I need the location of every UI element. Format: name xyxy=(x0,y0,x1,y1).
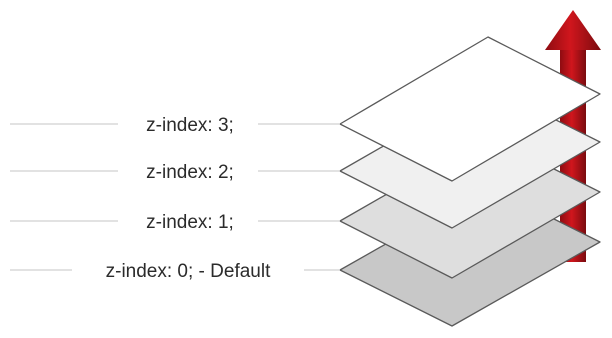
label-row-z1: z-index: 1; xyxy=(10,212,340,233)
layer-labels: z-index: 3; z-index: 2; z-index: 1; z-in… xyxy=(10,115,340,282)
label-row-z0: z-index: 0; - Default xyxy=(10,261,340,282)
label-row-z2: z-index: 2; xyxy=(10,162,340,183)
arrow-head xyxy=(545,10,601,50)
layer-label-z2: z-index: 2; xyxy=(146,162,234,183)
label-row-z3: z-index: 3; xyxy=(10,115,340,136)
layer-label-z1: z-index: 1; xyxy=(146,212,234,233)
layer-stack xyxy=(339,36,601,327)
layer-plane-z3 xyxy=(339,36,601,182)
layer-label-z0: z-index: 0; - Default xyxy=(106,261,271,282)
layer-label-z3: z-index: 3; xyxy=(146,115,234,136)
